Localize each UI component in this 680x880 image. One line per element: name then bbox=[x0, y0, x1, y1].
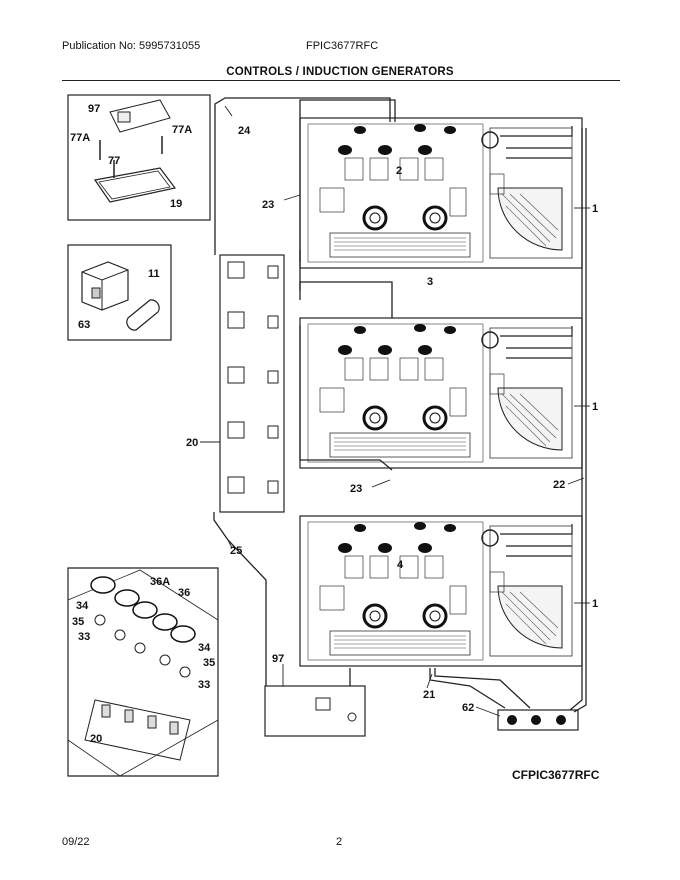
induction-generator-bottom bbox=[298, 514, 584, 668]
callout-63: 63 bbox=[78, 319, 90, 331]
diagram-model-label: CFPIC3677RFC bbox=[512, 768, 600, 782]
callout-97-board: 97 bbox=[272, 653, 284, 665]
callout-35-left: 35 bbox=[72, 616, 84, 628]
callout-34-left: 34 bbox=[76, 600, 89, 612]
callout-36a: 36A bbox=[150, 576, 170, 588]
callout-23-top: 23 bbox=[262, 199, 274, 211]
callout-36: 36 bbox=[178, 587, 190, 599]
callout-22: 22 bbox=[553, 479, 565, 491]
callout-1-middle: 1 bbox=[592, 401, 598, 413]
publication-number: Publication No: 5995731055 bbox=[62, 40, 201, 52]
user-interface-board-97 bbox=[264, 685, 366, 737]
model-number: FPIC3677RFC bbox=[306, 40, 379, 52]
callout-1-top: 1 bbox=[592, 203, 598, 215]
callout-35-right: 35 bbox=[203, 657, 215, 669]
callout-24: 24 bbox=[238, 125, 251, 137]
induction-generator-middle bbox=[298, 316, 584, 470]
callout-34-right: 34 bbox=[198, 642, 211, 654]
callout-20-board: 20 bbox=[186, 437, 198, 449]
induction-generator-top bbox=[298, 116, 584, 270]
callout-4: 4 bbox=[397, 559, 404, 571]
callout-25: 25 bbox=[230, 545, 242, 557]
callout-97-inset: 97 bbox=[88, 103, 100, 115]
callout-62: 62 bbox=[462, 702, 474, 714]
callout-20-inset: 20 bbox=[90, 733, 102, 745]
callout-21: 21 bbox=[423, 689, 435, 701]
callout-33-right: 33 bbox=[198, 679, 210, 691]
callout-77a-right: 77A bbox=[172, 124, 192, 136]
callout-2: 2 bbox=[396, 165, 402, 177]
callout-11: 11 bbox=[148, 268, 160, 280]
callout-3: 3 bbox=[427, 276, 433, 288]
callout-33-left: 33 bbox=[78, 631, 90, 643]
callout-23-bottom: 23 bbox=[350, 483, 362, 495]
header-divider bbox=[62, 80, 620, 81]
callout-77a-left: 77A bbox=[70, 132, 90, 144]
callout-19: 19 bbox=[170, 198, 182, 210]
callout-77: 77 bbox=[108, 155, 120, 167]
footer-page-number: 2 bbox=[336, 836, 343, 848]
callout-1-bottom: 1 bbox=[592, 598, 598, 610]
page-title: CONTROLS / INDUCTION GENERATORS bbox=[226, 66, 454, 78]
footer-date: 09/22 bbox=[62, 836, 90, 848]
